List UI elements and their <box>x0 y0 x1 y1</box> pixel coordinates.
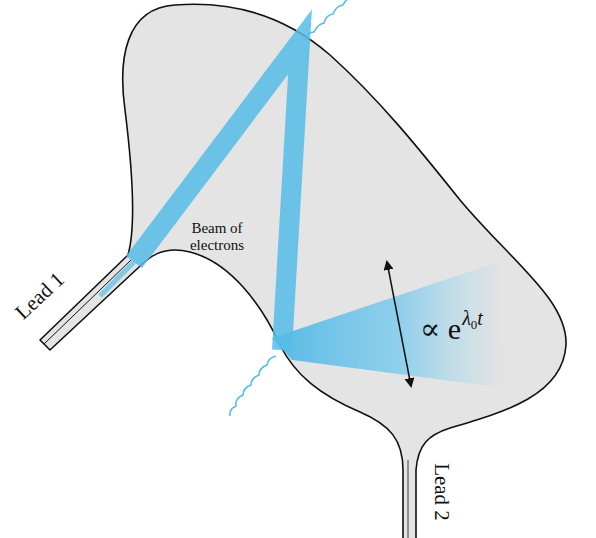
growth-formula: ∝ eλ0t <box>420 300 483 347</box>
lead-label: Lead 1 <box>10 267 69 325</box>
electron-beam <box>134 42 300 350</box>
lead-label: Lead 2 <box>429 463 454 521</box>
exponent-symbol: t <box>477 307 483 329</box>
exponent-symbol: λ <box>462 307 471 329</box>
beam-fan <box>272 262 505 388</box>
beam-label: Beam of electrons <box>182 220 252 254</box>
formula-exponent: λ0t <box>462 300 483 343</box>
spread-arrow <box>387 262 411 386</box>
emission-wave <box>305 0 353 40</box>
electron-beam <box>100 262 134 296</box>
exponent-subscript: 0 <box>471 317 478 332</box>
cavity-outline <box>40 4 566 538</box>
formula-base: ∝ e <box>420 312 461 345</box>
emission-wave <box>230 356 276 416</box>
lead-line <box>408 460 409 538</box>
